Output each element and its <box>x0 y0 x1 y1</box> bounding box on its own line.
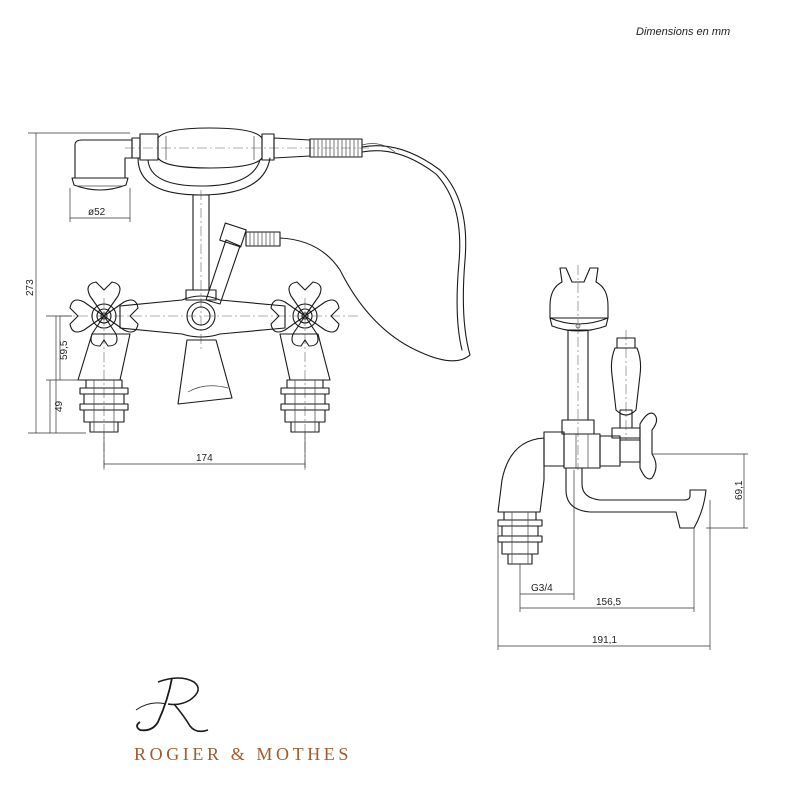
total-depth-dimension <box>497 500 711 650</box>
dim-total-depth: 191,1 <box>592 635 617 646</box>
side-lever <box>610 337 642 439</box>
reach-dimension <box>519 528 695 612</box>
front-vertical-dimensions <box>28 132 130 434</box>
right-cross-handle <box>270 281 340 347</box>
flexible-hose <box>279 145 471 362</box>
front-spout <box>177 339 233 405</box>
hose-spiral <box>309 138 363 158</box>
dim-handshower-diameter: ø52 <box>88 207 106 218</box>
dim-spout-reach: 156,5 <box>596 597 621 608</box>
brand-monogram-logo <box>135 677 209 733</box>
dim-center-distance: 174 <box>196 453 213 464</box>
spout-height-dimension <box>652 453 748 529</box>
dim-thread: G3/4 <box>531 583 553 594</box>
left-cross-handle <box>69 281 139 347</box>
side-spout <box>565 467 707 529</box>
right-leg-nuts <box>280 379 330 433</box>
handshower-cradle <box>137 157 271 291</box>
dim-total-height: 273 <box>25 279 36 296</box>
side-leg-nuts <box>497 511 543 565</box>
thread-dimension <box>519 470 575 600</box>
right-valve-body <box>279 333 331 381</box>
mixer-body <box>119 289 286 338</box>
units-note: Dimensions en mm <box>636 26 731 38</box>
dim-spout-height: 69,1 <box>734 480 745 500</box>
side-cross-handle <box>639 412 658 480</box>
diameter-dimension <box>69 188 131 222</box>
dim-base-height: 49 <box>54 400 65 412</box>
left-leg-nuts <box>79 379 129 433</box>
side-view: 69,1 G3/4 156,5 191,1 <box>497 265 748 650</box>
dim-handle-height: 59,5 <box>59 340 70 360</box>
diverter-lever <box>205 222 281 305</box>
brand-name: ROGIER & MOTHES <box>134 744 353 764</box>
handshower-head <box>71 139 133 191</box>
front-view: 273 59,5 49 ø52 174 <box>25 127 471 470</box>
side-handshower-head <box>549 267 609 332</box>
center-distance-dimension <box>103 433 306 468</box>
